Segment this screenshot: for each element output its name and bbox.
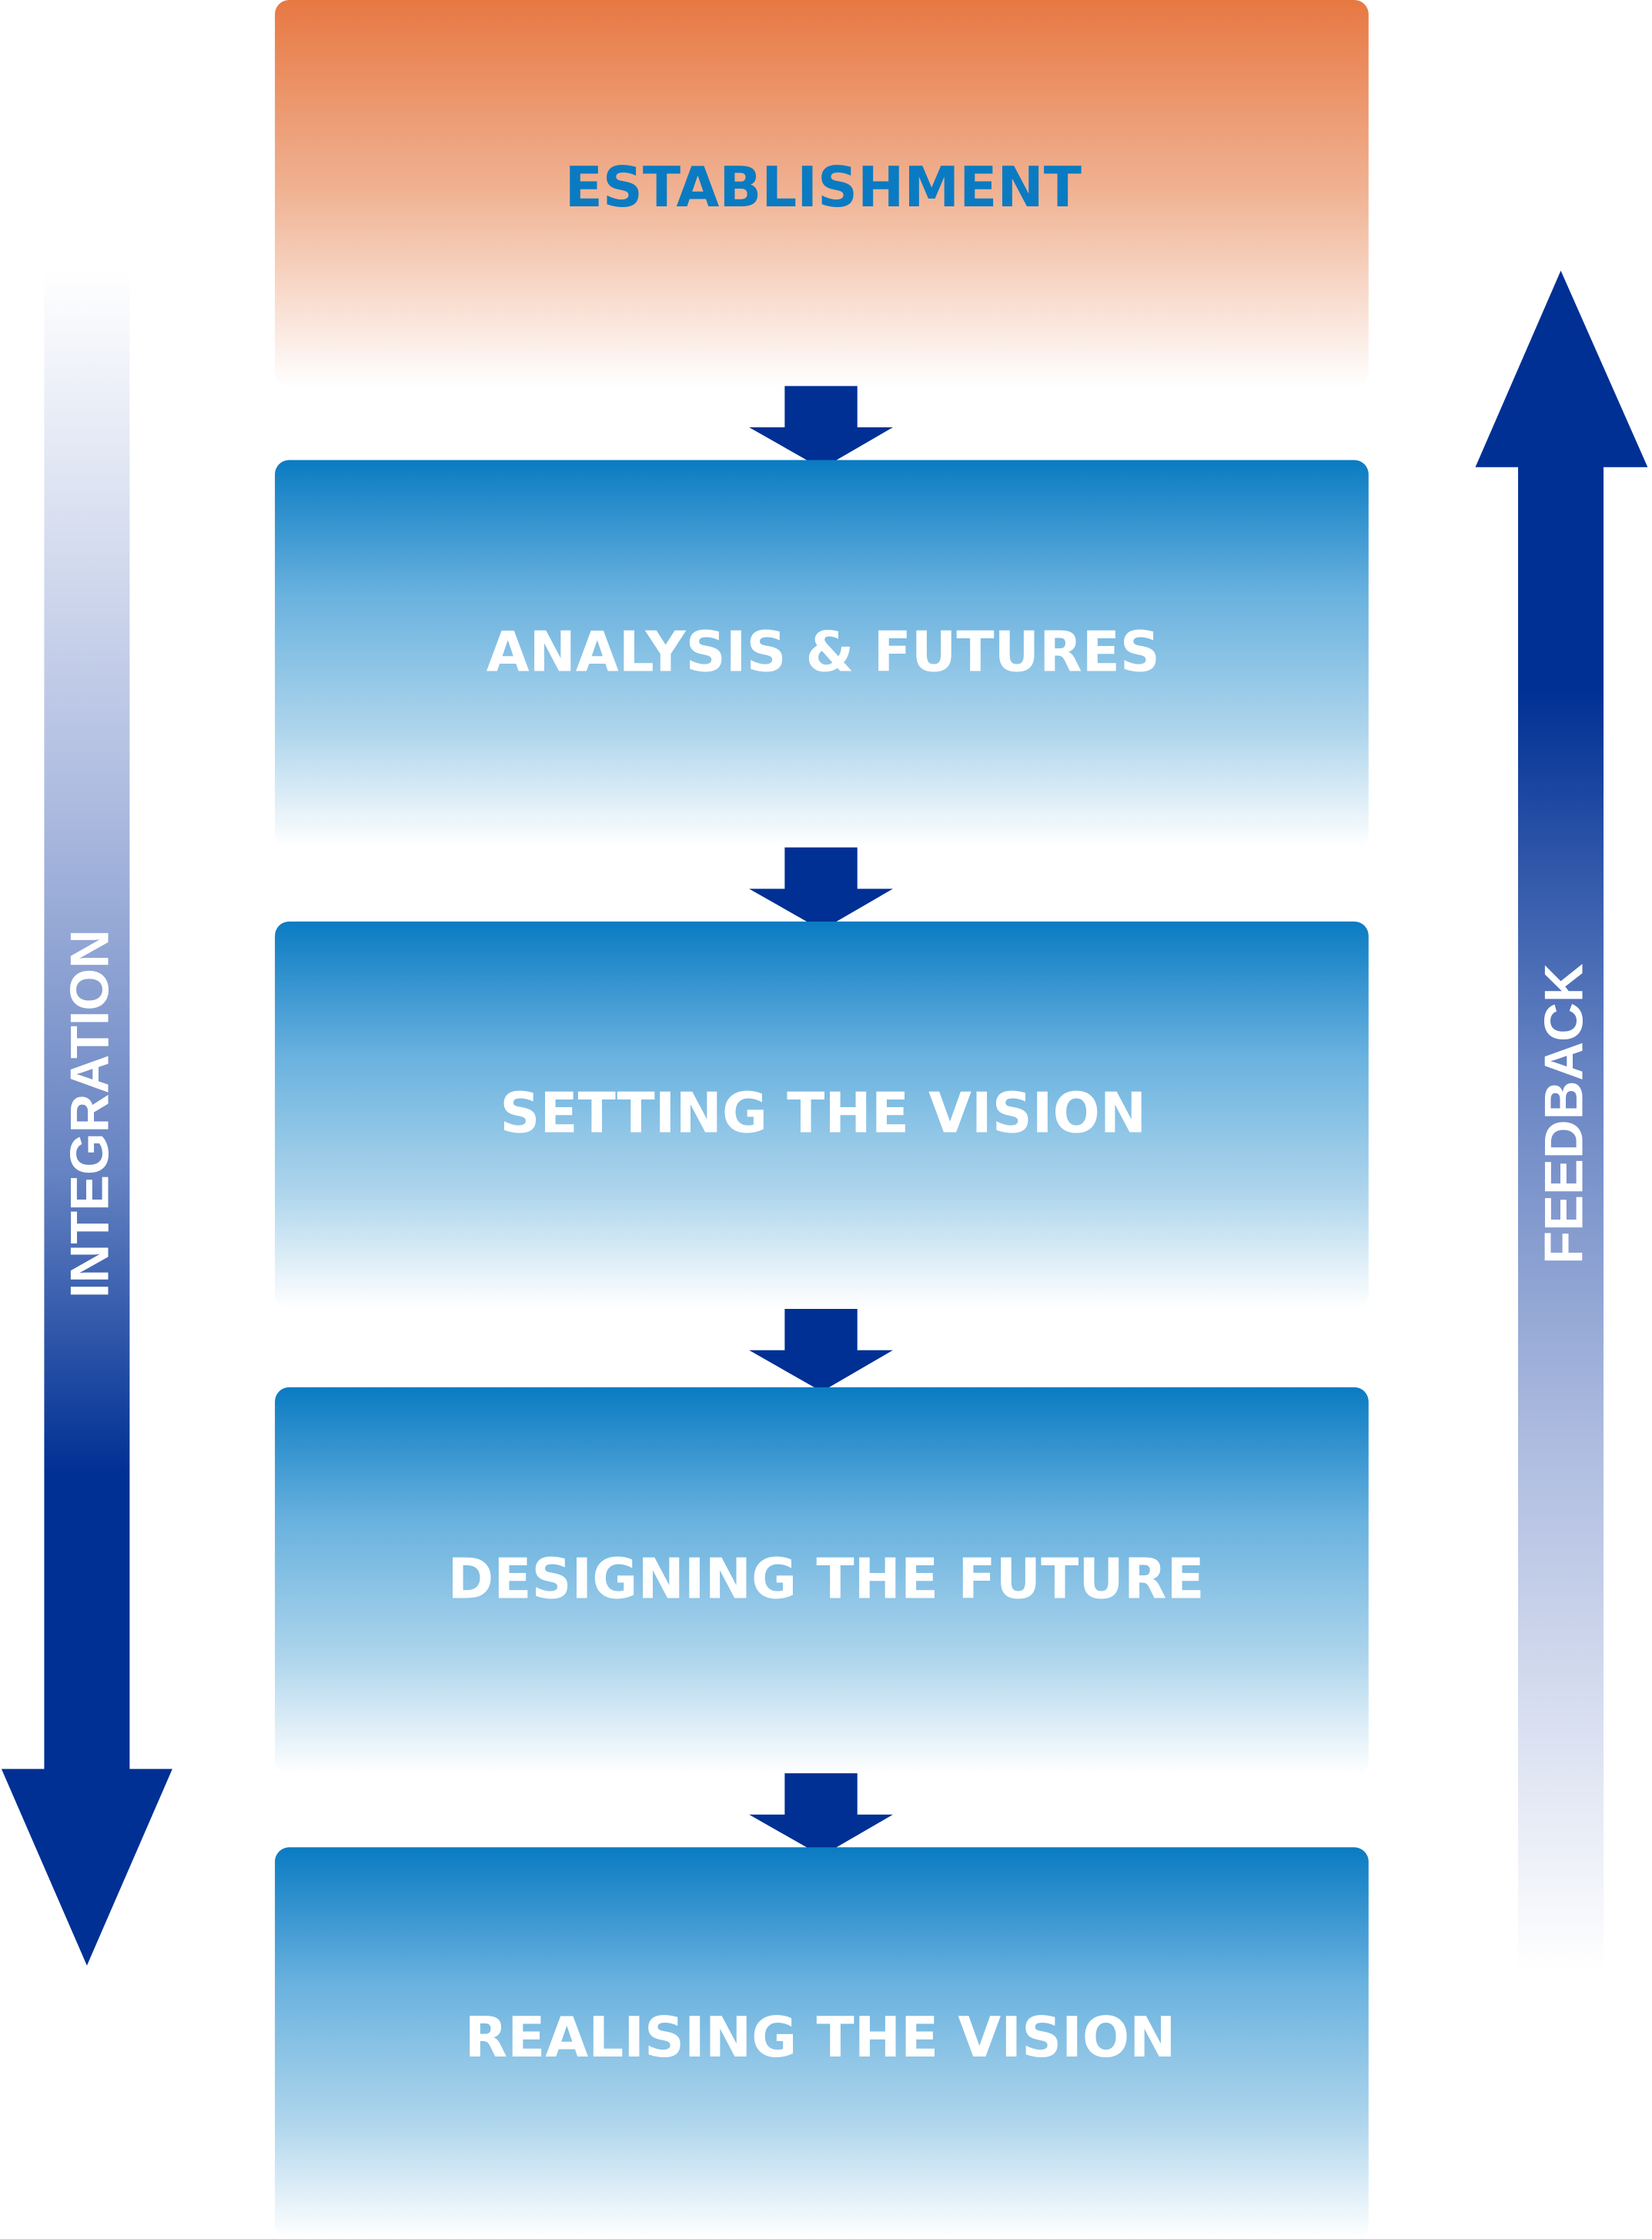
- down-arrow-icon: [749, 847, 893, 930]
- feedback-label: FEEDBACK: [1533, 963, 1593, 1264]
- stage-analysis-futures: ANALYSIS & FUTURES: [275, 460, 1369, 848]
- integration-arrow-head: [1, 1769, 172, 1966]
- stage-realising-vision: REALISING THE VISION: [275, 1847, 1369, 2239]
- stage-establishment: ESTABLISHMENT: [275, 0, 1369, 388]
- stage-designing-future: DESIGNING THE FUTURE: [275, 1387, 1369, 1775]
- feedback-arrow-head: [1475, 270, 1648, 467]
- stage-box: [275, 921, 1369, 1310]
- stage-label: REALISING THE VISION: [465, 2006, 1176, 2070]
- down-arrow-icon: [749, 386, 893, 469]
- down-arrow-icon: [749, 1773, 893, 1856]
- down-connector-arrow: [749, 386, 893, 469]
- stage-label: SETTING THE VISION: [500, 1082, 1146, 1146]
- down-connector-arrow: [749, 1773, 893, 1856]
- integration-label: INTEGRATION: [59, 929, 120, 1298]
- down-arrow-icon: [749, 1309, 893, 1392]
- feedback-arrow-shaft: [1518, 463, 1604, 1973]
- stage-box: [275, 1847, 1369, 2239]
- stage-setting-vision: SETTING THE VISION: [275, 921, 1369, 1310]
- integration-arrow-shaft: [44, 270, 130, 1774]
- stage-box: [275, 460, 1369, 848]
- integration-arrow: INTEGRATION: [1, 270, 172, 1966]
- feedback-arrow: FEEDBACK: [1475, 270, 1648, 1973]
- down-connector-arrow: [749, 847, 893, 930]
- stage-box: [275, 1387, 1369, 1775]
- stage-label: ANALYSIS & FUTURES: [487, 620, 1160, 684]
- stage-label: ESTABLISHMENT: [565, 156, 1082, 220]
- stage-label: DESIGNING THE FUTURE: [447, 1548, 1204, 1612]
- stage-box: [275, 0, 1369, 388]
- down-connector-arrow: [749, 1309, 893, 1392]
